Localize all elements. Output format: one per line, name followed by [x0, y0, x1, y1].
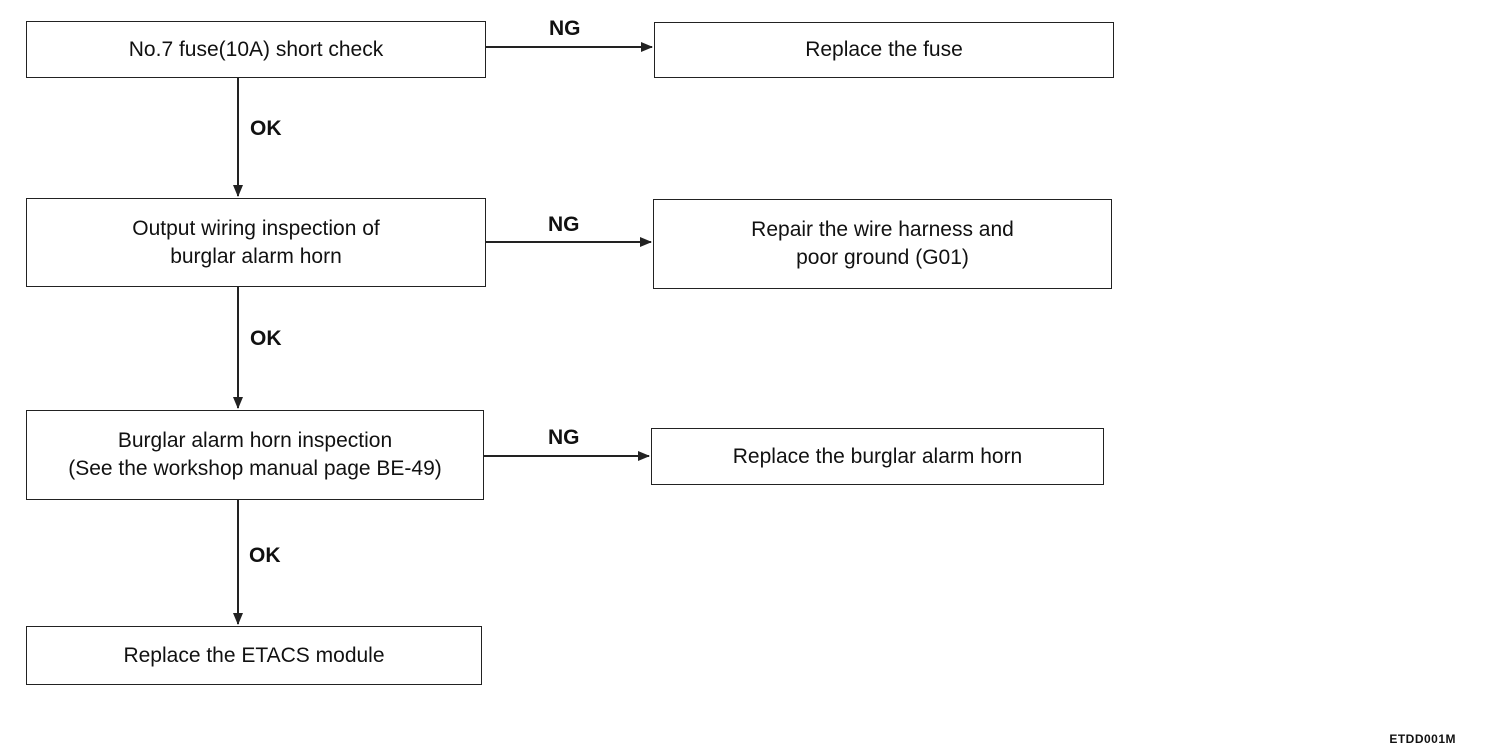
ng-label-2: NG [548, 213, 580, 236]
figure-code: ETDD001M [1389, 732, 1456, 746]
action2-text-line1: Repair the wire harness and [751, 218, 1014, 241]
action3-text: Replace the burglar alarm horn [732, 444, 1023, 468]
action2-box: Repair the wire harness and poor ground … [653, 199, 1112, 289]
step4-box: Replace the ETACS module [26, 626, 482, 685]
step1-text: No.7 fuse(10A) short check [128, 37, 384, 61]
step2-text-line1: Output wiring inspection of [132, 216, 380, 240]
action2-text-line2: poor ground (G01) [796, 246, 969, 269]
action1-text: Replace the fuse [805, 38, 963, 61]
step3-text-line1: Burglar alarm horn inspection [117, 429, 393, 452]
ng-label-1: NG [549, 17, 581, 40]
action1-box: Replace the fuse [654, 22, 1114, 78]
ng-label-3: NG [548, 426, 580, 449]
step2-box: Output wiring inspection of burglar alar… [26, 198, 486, 287]
step3-text-line2: (See the workshop manual page BE-49) [68, 457, 442, 480]
step4-text: Replace the ETACS module [123, 643, 385, 667]
ok-label-2: OK [250, 327, 282, 350]
ok-label-3: OK [249, 544, 281, 567]
action3-box: Replace the burglar alarm horn [651, 428, 1104, 485]
step1-box: No.7 fuse(10A) short check [26, 21, 486, 78]
step3-box: Burglar alarm horn inspection (See the w… [26, 410, 484, 500]
step2-text-line2: burglar alarm horn [170, 244, 342, 268]
ok-label-1: OK [250, 117, 282, 140]
